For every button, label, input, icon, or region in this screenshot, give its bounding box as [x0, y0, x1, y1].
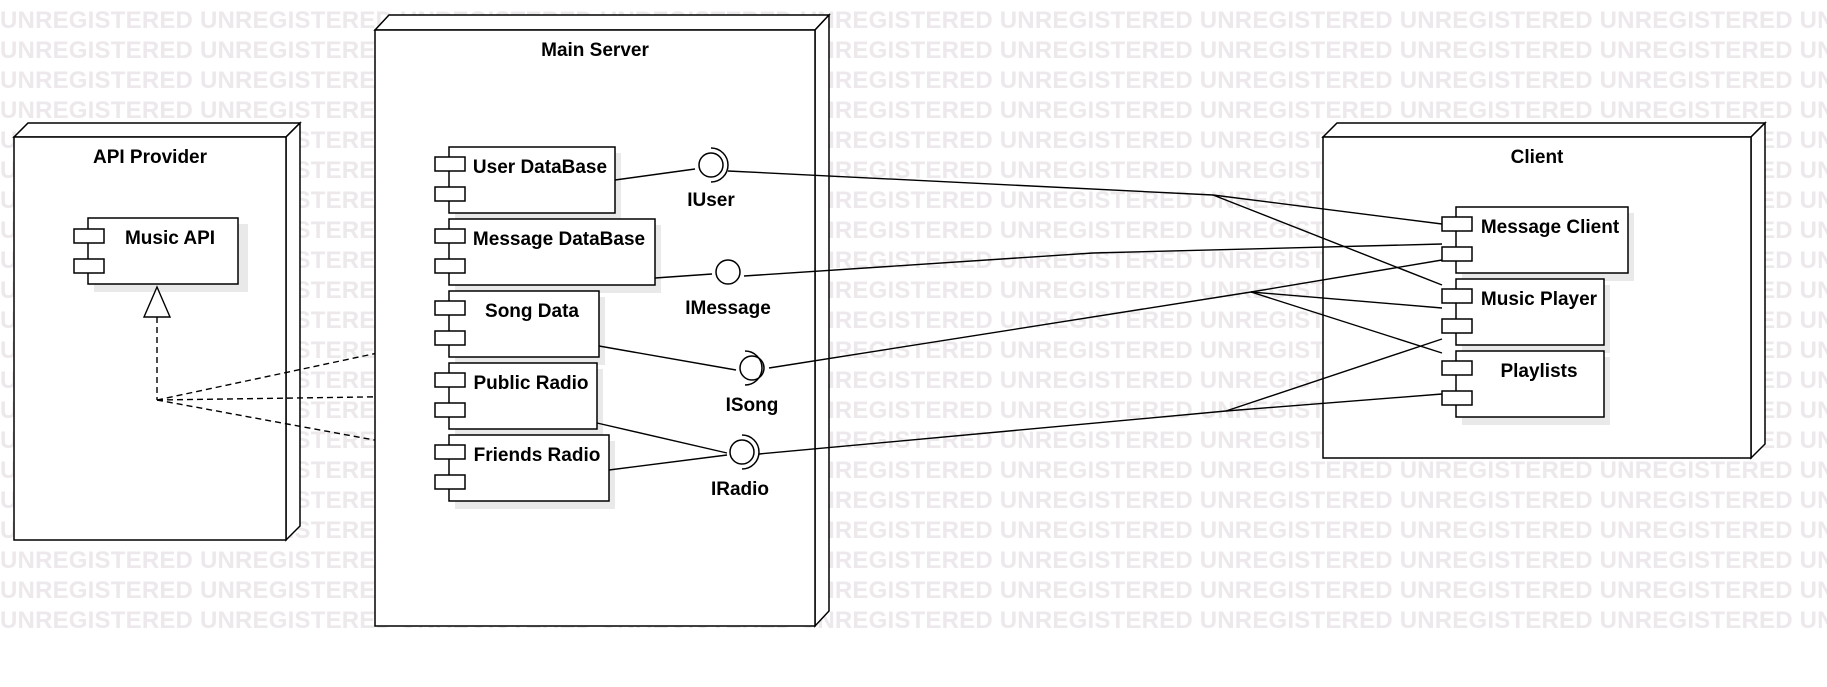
interface-imessage[interactable]: IMessage [654, 259, 771, 319]
component-playlists[interactable]: Playlists [1441, 350, 1610, 425]
component-label-music-api: Music API [125, 228, 215, 249]
interface-label-iuser: IUser [687, 190, 735, 211]
component-label-message-client: Message Client [1481, 217, 1620, 238]
watermark-text: UNREGISTERED UNREGISTERED UNREGISTERED U… [0, 547, 1827, 574]
component-message-client[interactable]: Message Client [1441, 206, 1634, 281]
watermark-text: UNREGISTERED UNREGISTERED UNREGISTERED U… [0, 517, 1827, 544]
socket-arcs [710, 147, 763, 470]
interface-label-isong: ISong [726, 395, 779, 416]
component-label-public-radio: Public Radio [473, 373, 588, 394]
watermark-text: UNREGISTERED UNREGISTERED UNREGISTERED U… [0, 487, 1827, 514]
interface-iradio[interactable]: IRadio [596, 422, 769, 500]
node-title-client: Client [1511, 147, 1564, 168]
interface-iuser[interactable]: IUser [614, 152, 735, 211]
component-label-message-database: Message DataBase [473, 229, 645, 250]
component-label-song-data: Song Data [485, 301, 579, 322]
node-title-api-provider: API Provider [93, 147, 208, 168]
interface-isong[interactable]: ISong [598, 345, 779, 416]
interface-label-iradio: IRadio [711, 479, 769, 500]
watermark-text: UNREGISTERED UNREGISTERED UNREGISTERED U… [0, 7, 1827, 34]
watermark-text: UNREGISTERED UNREGISTERED UNREGISTERED U… [0, 457, 1827, 484]
interface-label-imessage: IMessage [685, 298, 771, 319]
component-music-player[interactable]: Music Player [1441, 278, 1610, 353]
watermark-text: UNREGISTERED UNREGISTERED UNREGISTERED U… [0, 67, 1827, 94]
component-message-database[interactable]: Message DataBase [434, 218, 661, 293]
watermark-text: UNREGISTERED UNREGISTERED UNREGISTERED U… [0, 577, 1827, 604]
watermark-text: UNREGISTERED UNREGISTERED UNREGISTERED U… [0, 97, 1827, 124]
component-label-playlists: Playlists [1500, 361, 1577, 382]
node-api-provider[interactable]: API Provider [12, 121, 302, 542]
watermark-text: UNREGISTERED UNREGISTERED UNREGISTERED U… [0, 37, 1827, 64]
component-label-music-player: Music Player [1481, 289, 1598, 310]
node-title-main-server: Main Server [541, 40, 649, 61]
component-user-database[interactable]: User DataBase [434, 146, 621, 221]
component-song-data[interactable]: Song Data [434, 290, 605, 365]
component-friends-radio[interactable]: Friends Radio [434, 434, 615, 509]
component-public-radio[interactable]: Public Radio [434, 362, 603, 437]
component-music-api[interactable]: Music API [73, 217, 248, 292]
component-label-user-database: User DataBase [473, 157, 607, 178]
connections [727, 170, 1443, 455]
component-label-friends-radio: Friends Radio [474, 445, 601, 466]
watermark-text: UNREGISTERED UNREGISTERED UNREGISTERED U… [0, 607, 1827, 634]
